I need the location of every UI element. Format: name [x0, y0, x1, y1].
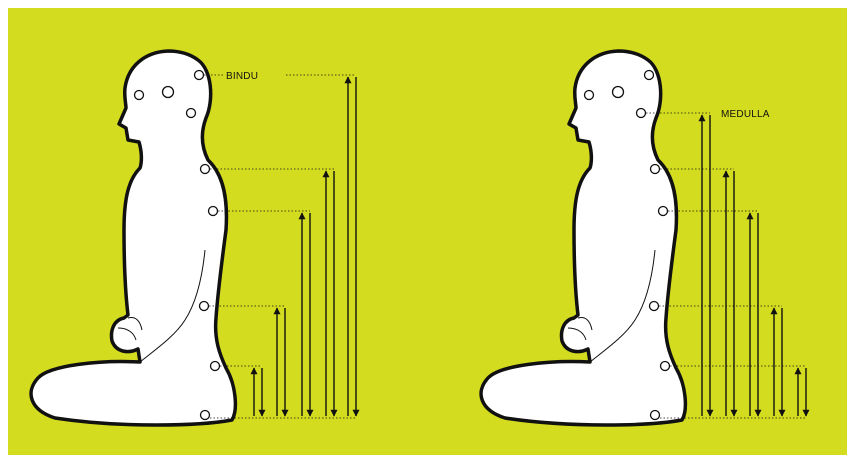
- chakra-circle: [209, 207, 218, 216]
- bindu-label: BINDU: [226, 71, 258, 82]
- chakra-circle: [651, 165, 660, 174]
- chakra-circle: [661, 362, 670, 371]
- chakra-circle: [659, 207, 668, 216]
- chakra-circle: [645, 71, 654, 80]
- chakra-circle: [195, 71, 204, 80]
- chakra-circle: [650, 302, 659, 311]
- medulla-label: MEDULLA: [721, 109, 770, 120]
- chakra-circle: [585, 91, 594, 100]
- chakra-circle: [201, 411, 210, 420]
- chakra-circle: [135, 91, 144, 100]
- chakra-circle: [651, 411, 660, 420]
- chakra-circle: [211, 362, 220, 371]
- chakra-circle: [637, 109, 646, 118]
- chakra-circle: [201, 165, 210, 174]
- chakra-circle: [163, 87, 174, 98]
- chakra-circle: [187, 109, 196, 118]
- chakra-circle: [613, 87, 624, 98]
- chakra-circle: [200, 302, 209, 311]
